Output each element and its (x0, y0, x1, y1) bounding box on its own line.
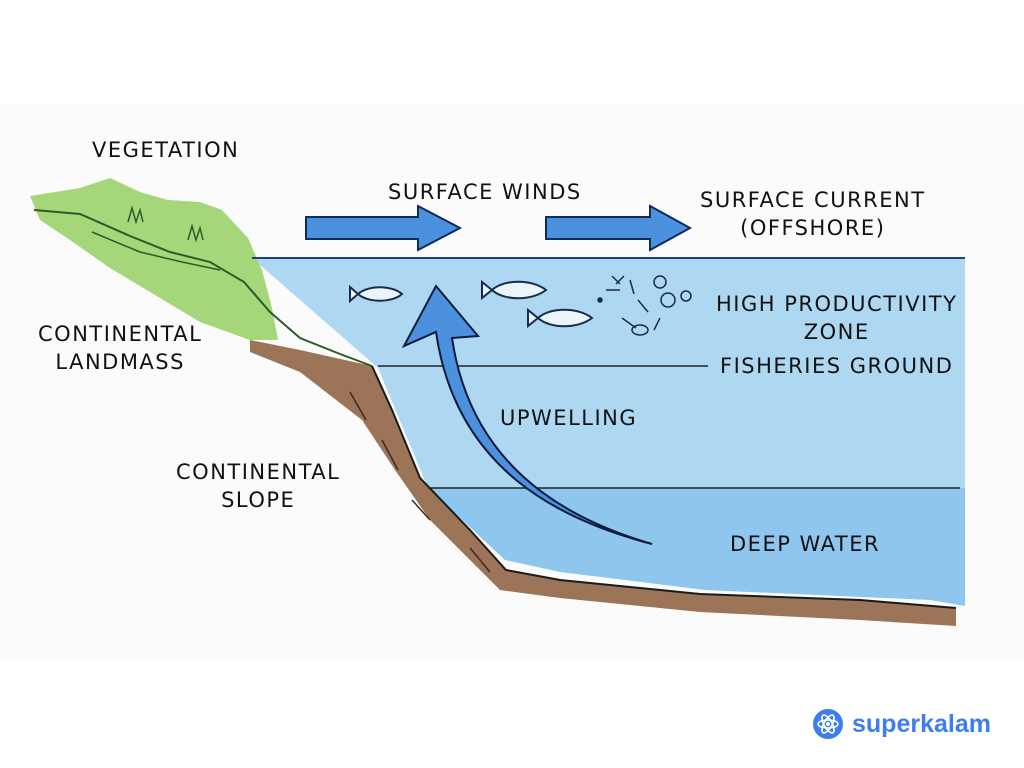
label-fisheries-ground: FISHERIES GROUND (720, 354, 954, 378)
label-surface-winds: SURFACE WINDS (388, 180, 582, 204)
grass-tufts (127, 205, 204, 243)
continental-slope-land (250, 340, 956, 626)
label-continental-landmass: CONTINENTAL LANDMASS (38, 322, 203, 374)
label-high-productivity-zone: HIGH PRODUCTIVITY ZONE (716, 292, 958, 344)
water-deep (428, 488, 965, 606)
surface-wind-arrow (305, 204, 463, 252)
label-continental-slope: CONTINENTAL SLOPE (176, 460, 341, 512)
label-deep-water: DEEP WATER (730, 532, 881, 556)
fish-icons (349, 279, 594, 329)
label-surface-current: SURFACE CURRENT (OFFSHORE) (700, 188, 926, 240)
landmass-contour (33, 209, 373, 367)
label-upwelling: UPWELLING (500, 406, 638, 430)
upwelling-arrow (401, 284, 653, 545)
seabed-outline (371, 365, 957, 609)
fish-icon (481, 279, 548, 301)
brand-logo: superkalam (812, 708, 991, 740)
slope-texture (349, 391, 491, 573)
fish-icon (349, 284, 404, 304)
plankton-icons (597, 275, 692, 336)
landmass-contour-inner (91, 231, 221, 271)
fish-icon (527, 307, 594, 329)
brand-atom-icon (813, 709, 843, 739)
surface-current-arrow (545, 204, 693, 252)
brand-name: superkalam (852, 709, 991, 738)
label-vegetation: VEGETATION (92, 138, 240, 162)
